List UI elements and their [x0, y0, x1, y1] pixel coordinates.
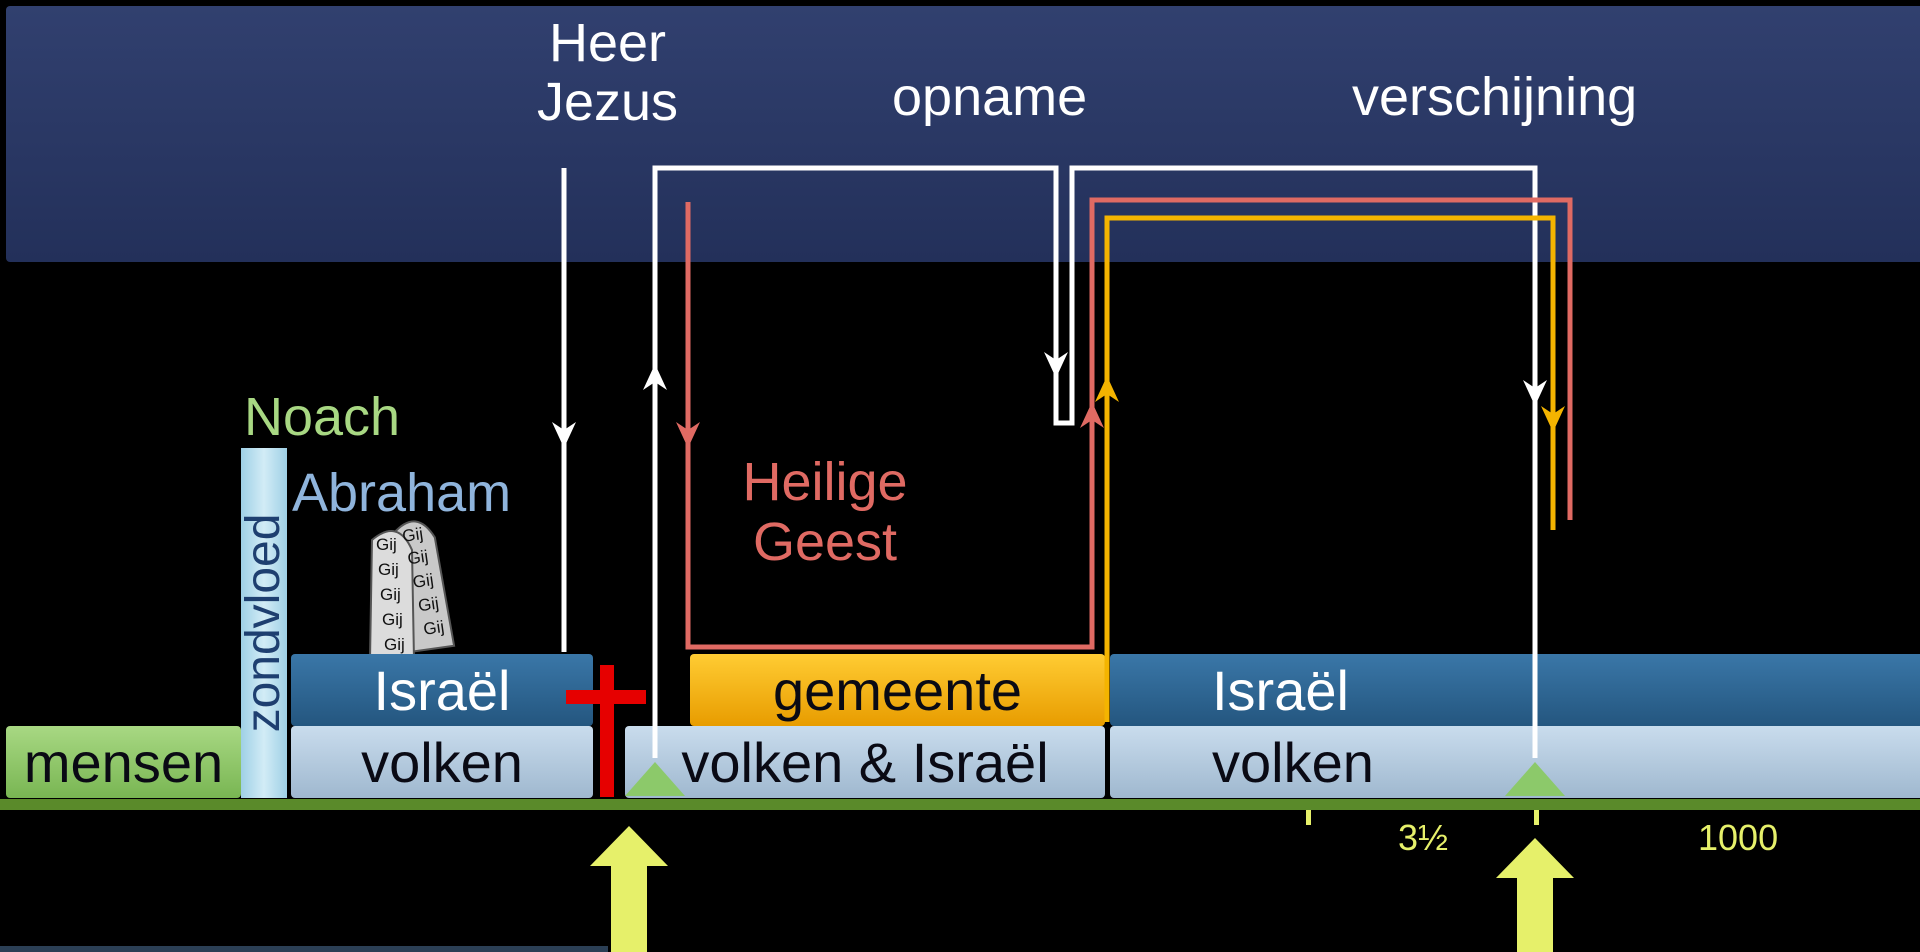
arrow-down-icon [676, 422, 700, 448]
heer-jezus-label: Heer Jezus [536, 13, 679, 133]
israel-bar-2: Israël [1110, 654, 1920, 726]
svg-text:Gij: Gij [382, 610, 403, 629]
arrow-down-icon [1541, 406, 1565, 432]
bottom-bar-fragment [0, 946, 608, 952]
volken-bar-1: volken [291, 726, 593, 798]
mensen-bar: mensen [6, 726, 241, 798]
tick-mark [1534, 810, 1539, 825]
arrow-down-icon [1523, 380, 1547, 406]
church-path [1104, 215, 1556, 722]
thousand-label: 1000 [1698, 817, 1779, 858]
arrow-down-icon [552, 422, 576, 448]
mount-olives-icon-2 [1505, 762, 1565, 796]
svg-text:Gij: Gij [380, 585, 401, 604]
heilige-geest-label: Heilige Geest [742, 452, 908, 573]
heaven-band [6, 6, 1920, 262]
svg-text:Gij: Gij [412, 570, 435, 592]
noach-label: Noach [244, 387, 401, 447]
opname-label: opname [892, 67, 1088, 127]
arrow-up-icon [1080, 402, 1104, 428]
svg-text:Gij: Gij [384, 635, 405, 654]
svg-text:Gij: Gij [378, 560, 399, 579]
big-up-arrow-icon-2 [1496, 838, 1574, 952]
svg-text:Gij: Gij [417, 594, 440, 616]
abraham-label: Abraham [292, 463, 512, 523]
arrow-down-icon [1044, 352, 1068, 378]
gemeente-bar: gemeente [690, 654, 1105, 726]
flood-column [241, 448, 287, 798]
svg-text:Gij: Gij [406, 547, 429, 569]
volken-israel-bar: volken & Israël [625, 726, 1105, 798]
arrow-up-icon [643, 364, 667, 390]
svg-text:Gij: Gij [376, 535, 397, 554]
volken-bar-2: volken [1110, 726, 1920, 798]
svg-text:Gij: Gij [422, 617, 445, 639]
three-and-half-label: 3½ [1398, 817, 1449, 858]
cross-icon [566, 665, 646, 797]
verschijning-label: verschijning [1352, 67, 1638, 127]
svg-text:Gij: Gij [401, 524, 424, 546]
big-up-arrow-icon-1 [590, 826, 668, 952]
mount-olives-icon-1 [625, 762, 685, 796]
spirit-path [685, 197, 1573, 650]
tick-mark [1306, 810, 1311, 825]
arrow-up-icon [1095, 376, 1119, 402]
israel-bar-1: Israël [291, 654, 593, 726]
ascension-path [652, 165, 1538, 758]
ground-line [0, 799, 1920, 810]
